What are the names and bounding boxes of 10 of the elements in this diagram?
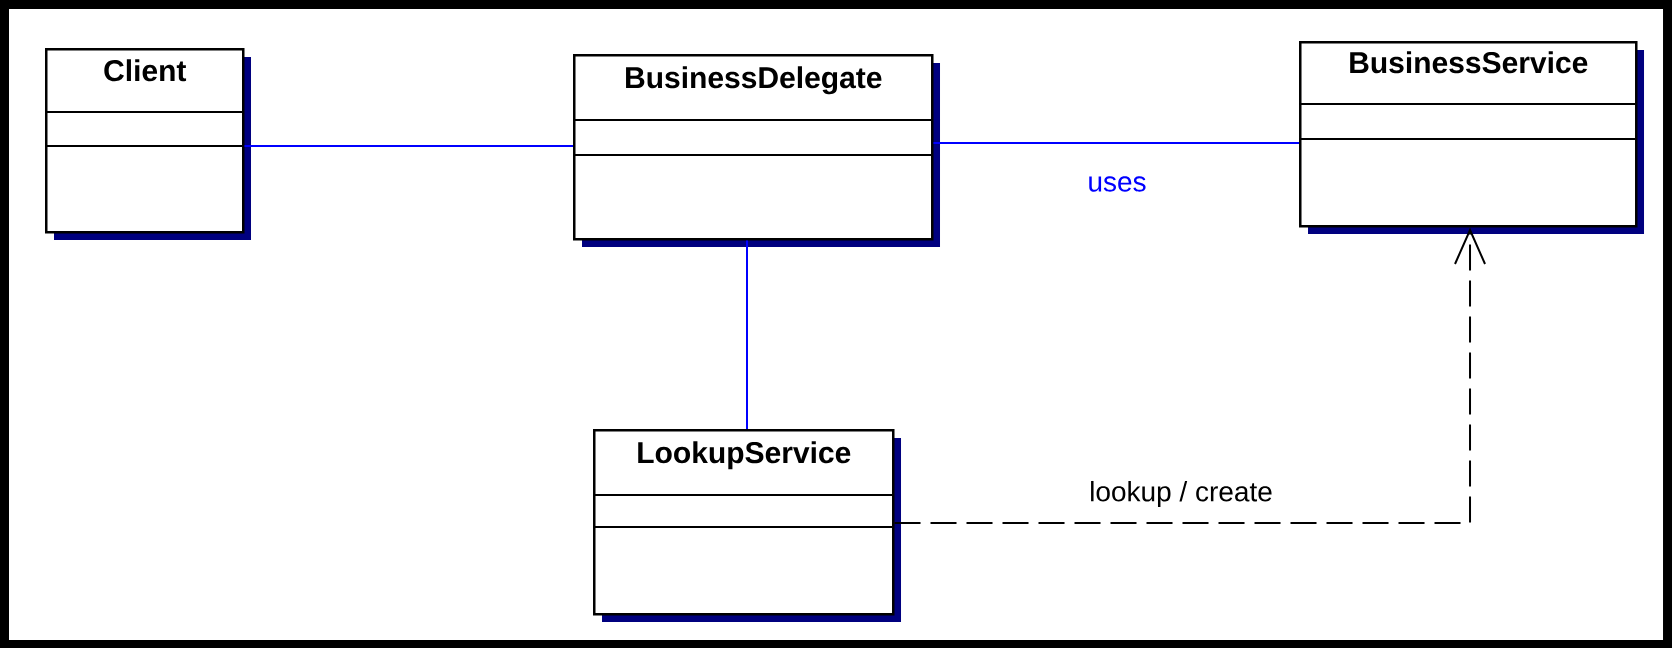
- connector: [243, 145, 574, 147]
- connector: [893, 227, 1486, 524]
- class-box: BusinessDelegate: [572, 54, 940, 247]
- edge-label: uses: [1085, 174, 1149, 194]
- class-box: Client: [44, 48, 251, 240]
- class-box: BusinessService: [1298, 41, 1644, 234]
- class-box: LookupService: [592, 429, 901, 622]
- connector: [932, 142, 1300, 144]
- connector: [746, 239, 748, 430]
- edge-label: lookup / create: [1087, 478, 1275, 510]
